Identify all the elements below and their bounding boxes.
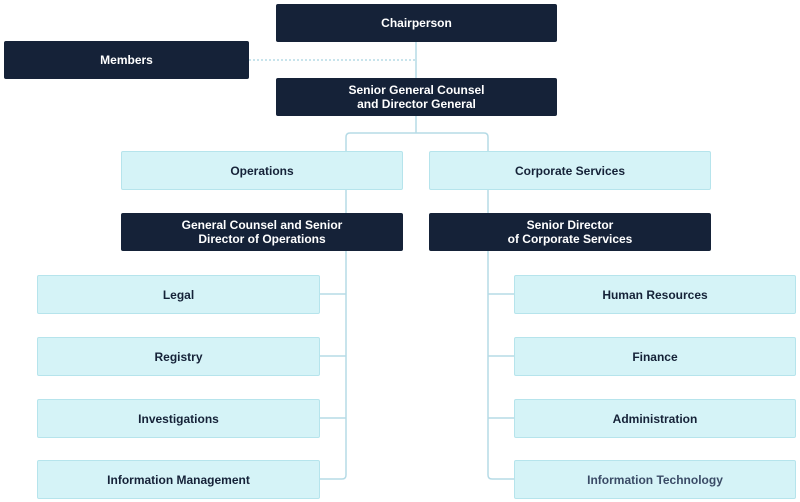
unit-information-management: Information Management — [37, 460, 320, 499]
chairperson-box: Chairperson — [276, 4, 557, 42]
corporate-head-box: Senior Director of Corporate Services — [429, 213, 711, 251]
director-general-box: Senior General Counsel and Director Gene… — [276, 78, 557, 116]
unit-registry: Registry — [37, 337, 320, 376]
unit-investigations: Investigations — [37, 399, 320, 438]
unit-information-technology: Information Technology — [514, 460, 796, 499]
unit-human-resources: Human Resources — [514, 275, 796, 314]
corporate-services-box: Corporate Services — [429, 151, 711, 190]
members-box: Members — [4, 41, 249, 79]
unit-administration: Administration — [514, 399, 796, 438]
unit-legal: Legal — [37, 275, 320, 314]
operations-box: Operations — [121, 151, 403, 190]
unit-finance: Finance — [514, 337, 796, 376]
operations-head-box: General Counsel and Senior Director of O… — [121, 213, 403, 251]
